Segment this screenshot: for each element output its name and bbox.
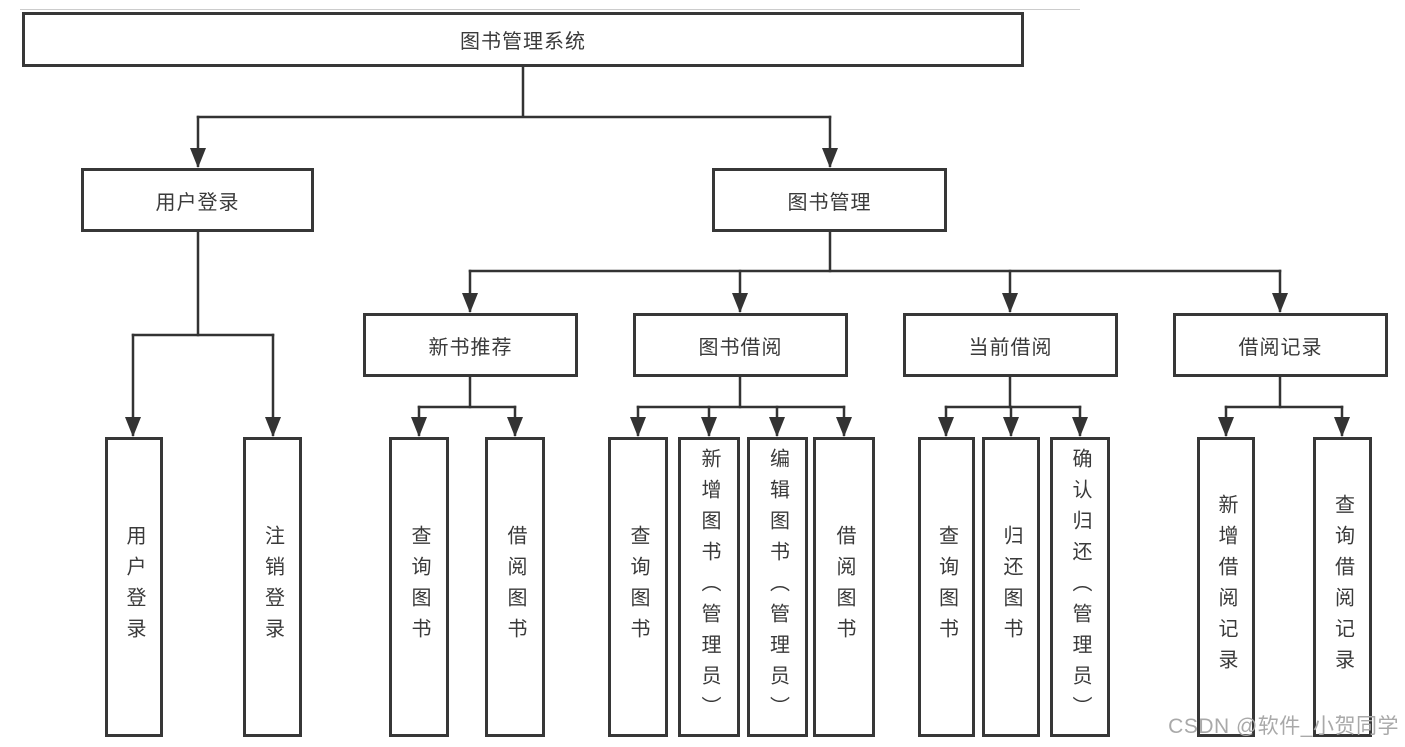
node-user-login-label: 用户登录 xyxy=(155,191,240,214)
leaf-recommend-borrow-books: 借阅图书 xyxy=(485,437,545,737)
leaf-borrow-books-label: 借阅图书 xyxy=(833,525,855,649)
node-user-login: 用户登录 xyxy=(81,168,314,232)
leaf-current-query-books-label: 查询图书 xyxy=(935,525,958,649)
node-book-borrow-label: 图书借阅 xyxy=(698,336,783,359)
leaf-query-borrow-record: 查询借阅记录 xyxy=(1313,437,1372,737)
node-new-book-recommend: 新书推荐 xyxy=(363,313,578,377)
node-borrow-records: 借阅记录 xyxy=(1173,313,1388,377)
leaf-user-login: 用户登录 xyxy=(105,437,163,737)
node-root-label: 图书管理系统 xyxy=(460,31,586,53)
node-current-borrow-label: 当前借阅 xyxy=(968,336,1053,359)
node-book-borrow: 图书借阅 xyxy=(633,313,848,377)
leaf-borrow-query-books-label: 查询图书 xyxy=(627,525,649,649)
leaf-user-login-label: 用户登录 xyxy=(123,525,145,649)
leaf-borrow-books: 借阅图书 xyxy=(813,437,875,737)
leaf-logout: 注销登录 xyxy=(243,437,302,737)
watermark: CSDN @软件_小贺同学 xyxy=(1168,715,1399,738)
leaf-recommend-query-books: 查询图书 xyxy=(389,437,449,737)
node-current-borrow: 当前借阅 xyxy=(903,313,1118,377)
node-borrow-records-label: 借阅记录 xyxy=(1238,336,1323,359)
leaf-edit-books-admin-label: 编辑图书（管理员） xyxy=(766,447,789,727)
leaf-recommend-borrow-books-label: 借阅图书 xyxy=(504,525,526,649)
node-book-management-label: 图书管理 xyxy=(787,191,872,214)
leaf-logout-label: 注销登录 xyxy=(261,525,284,649)
node-new-book-recommend-label: 新书推荐 xyxy=(428,336,513,359)
leaf-add-borrow-record-label: 新增借阅记录 xyxy=(1215,494,1237,680)
leaf-return-books-label: 归还图书 xyxy=(1000,525,1022,649)
leaf-current-query-books: 查询图书 xyxy=(918,437,975,737)
leaf-query-borrow-record-label: 查询借阅记录 xyxy=(1331,494,1354,680)
leaf-confirm-return-admin-label: 确认归还（管理员） xyxy=(1069,447,1091,727)
node-root: 图书管理系统 xyxy=(22,12,1024,67)
top-edge-line xyxy=(20,9,1080,10)
leaf-recommend-query-books-label: 查询图书 xyxy=(408,525,430,649)
leaf-add-books-admin-label: 新增图书（管理员） xyxy=(698,447,720,727)
leaf-edit-books-admin: 编辑图书（管理员） xyxy=(747,437,808,737)
leaf-return-books: 归还图书 xyxy=(982,437,1040,737)
leaf-borrow-query-books: 查询图书 xyxy=(608,437,668,737)
leaf-confirm-return-admin: 确认归还（管理员） xyxy=(1050,437,1110,737)
leaf-add-books-admin: 新增图书（管理员） xyxy=(678,437,740,737)
leaf-add-borrow-record: 新增借阅记录 xyxy=(1197,437,1255,737)
node-book-management: 图书管理 xyxy=(712,168,947,232)
